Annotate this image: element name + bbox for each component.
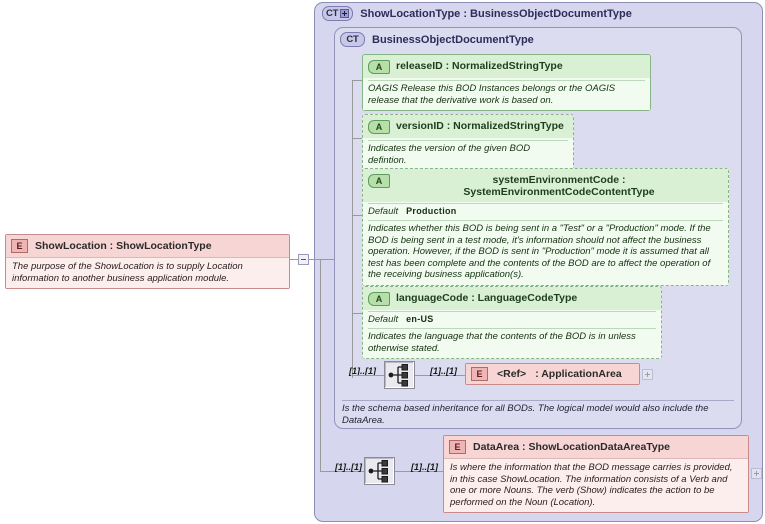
default-label: Default bbox=[368, 314, 399, 325]
attribute-name: versionID : NormalizedStringType bbox=[396, 120, 564, 132]
connector-line bbox=[320, 471, 364, 472]
expand-toggle-dataarea[interactable] bbox=[751, 468, 762, 479]
cardinality-right-dataarea: [1]..[1] bbox=[411, 462, 438, 472]
sequence-glyph bbox=[368, 460, 388, 483]
connector-line bbox=[352, 313, 362, 314]
applicationarea-ref-row: E <Ref> : ApplicationArea bbox=[466, 364, 639, 384]
attribute-documentation: Indicates the version of the given BOD d… bbox=[368, 140, 568, 166]
dataarea-element-body: Is where the information that the BOD me… bbox=[444, 458, 748, 512]
attribute-name: systemEnvironmentCode : SystemEnvironmen… bbox=[463, 174, 655, 198]
sequence-icon-dataarea[interactable] bbox=[364, 457, 395, 485]
showlocation-element-header: E ShowLocation : ShowLocationType bbox=[6, 235, 289, 257]
complextype-badge-icon: CT bbox=[322, 6, 354, 21]
attribute-name: languageCode : LanguageCodeType bbox=[396, 292, 578, 304]
dataarea-element-box[interactable]: E DataArea : ShowLocationDataAreaType Is… bbox=[443, 435, 749, 513]
ref-tag-label: <Ref> bbox=[497, 368, 527, 380]
attribute-body: Indicates the version of the given BOD d… bbox=[363, 138, 573, 170]
attribute-badge-icon: A bbox=[368, 60, 390, 74]
attribute-box-releaseid[interactable]: A releaseID : NormalizedStringType OAGIS… bbox=[362, 54, 651, 111]
attribute-badge-icon: A bbox=[368, 174, 390, 188]
attribute-header: A versionID : NormalizedStringType bbox=[363, 115, 573, 138]
attribute-box-versionid[interactable]: A versionID : NormalizedStringType Indic… bbox=[362, 114, 574, 171]
showlocation-element-body: The purpose of the ShowLocation is to su… bbox=[6, 257, 289, 288]
connector-line bbox=[352, 215, 362, 216]
attribute-documentation: Indicates whether this BOD is being sent… bbox=[368, 220, 723, 281]
outer-complextype-header: CT ShowLocationType : BusinessObjectDocu… bbox=[322, 6, 632, 21]
applicationarea-type-label: : ApplicationArea bbox=[535, 368, 622, 380]
connector-line bbox=[352, 80, 362, 81]
connector-line bbox=[352, 138, 362, 139]
cardinality-left-applicationarea: [1]..[1] bbox=[349, 366, 376, 376]
connector-trunk-outer bbox=[320, 259, 321, 472]
inner-complextype-title: BusinessObjectDocumentType bbox=[372, 33, 534, 46]
inner-complextype-note: Is the schema based inheritance for all … bbox=[342, 400, 734, 426]
connector-line bbox=[290, 259, 298, 260]
inner-complextype-header: CT BusinessObjectDocumentType bbox=[340, 32, 534, 47]
connector-line bbox=[309, 259, 334, 260]
cardinality-right-applicationarea: [1]..[1] bbox=[430, 366, 457, 376]
attribute-header: A releaseID : NormalizedStringType bbox=[363, 55, 650, 78]
element-badge-icon: E bbox=[11, 239, 28, 253]
attribute-name: releaseID : NormalizedStringType bbox=[396, 60, 563, 72]
ct-badge-label: CT bbox=[326, 8, 339, 19]
default-label: Default bbox=[368, 206, 399, 217]
attribute-box-systemenvironmentcode[interactable]: A systemEnvironmentCode : SystemEnvironm… bbox=[362, 168, 729, 286]
attribute-documentation: Indicates the language that the contents… bbox=[368, 328, 656, 354]
element-badge-icon: E bbox=[471, 367, 488, 381]
connector-line bbox=[352, 375, 384, 376]
showlocation-documentation: The purpose of the ShowLocation is to su… bbox=[12, 261, 243, 284]
default-value: Production bbox=[406, 206, 457, 216]
dataarea-element-header: E DataArea : ShowLocationDataAreaType bbox=[444, 436, 748, 458]
default-value: en-US bbox=[406, 314, 434, 324]
sequence-icon-applicationarea[interactable] bbox=[384, 361, 415, 389]
collapse-toggle-showlocation[interactable] bbox=[298, 254, 309, 265]
showlocation-element-box[interactable]: E ShowLocation : ShowLocationType The pu… bbox=[5, 234, 290, 289]
attribute-default-row: Default en-US bbox=[368, 311, 656, 328]
dataarea-documentation: Is where the information that the BOD me… bbox=[450, 462, 733, 508]
outer-complextype-title: ShowLocationType : BusinessObjectDocumen… bbox=[360, 7, 632, 20]
cardinality-left-dataarea: [1]..[1] bbox=[335, 462, 362, 472]
element-badge-icon: E bbox=[449, 440, 466, 454]
expand-toggle-applicationarea[interactable] bbox=[642, 369, 653, 380]
sequence-glyph bbox=[388, 364, 408, 387]
applicationarea-ref-box[interactable]: E <Ref> : ApplicationArea bbox=[465, 363, 640, 385]
attribute-default-row: Default Production bbox=[368, 203, 723, 220]
attribute-documentation: OAGIS Release this BOD Instances belongs… bbox=[368, 80, 645, 106]
attribute-body: OAGIS Release this BOD Instances belongs… bbox=[363, 78, 650, 110]
connector-trunk bbox=[352, 80, 353, 378]
attribute-body: Default Production Indicates whether thi… bbox=[363, 202, 728, 285]
connector-line bbox=[395, 471, 445, 472]
complextype-badge-icon: CT bbox=[340, 32, 365, 47]
attribute-badge-icon: A bbox=[368, 120, 390, 134]
attribute-box-languagecode[interactable]: A languageCode : LanguageCodeType Defaul… bbox=[362, 286, 662, 359]
attribute-badge-icon: A bbox=[368, 292, 390, 306]
connector-line bbox=[415, 375, 465, 376]
plus-icon[interactable] bbox=[340, 9, 350, 18]
attribute-body: Default en-US Indicates the language tha… bbox=[363, 310, 661, 358]
showlocation-element-name: ShowLocation : ShowLocationType bbox=[35, 240, 212, 252]
attribute-header: A languageCode : LanguageCodeType bbox=[363, 287, 661, 310]
dataarea-element-name: DataArea : ShowLocationDataAreaType bbox=[473, 441, 671, 453]
ct-badge-label: CT bbox=[346, 34, 359, 45]
attribute-header: A systemEnvironmentCode : SystemEnvironm… bbox=[363, 169, 728, 202]
